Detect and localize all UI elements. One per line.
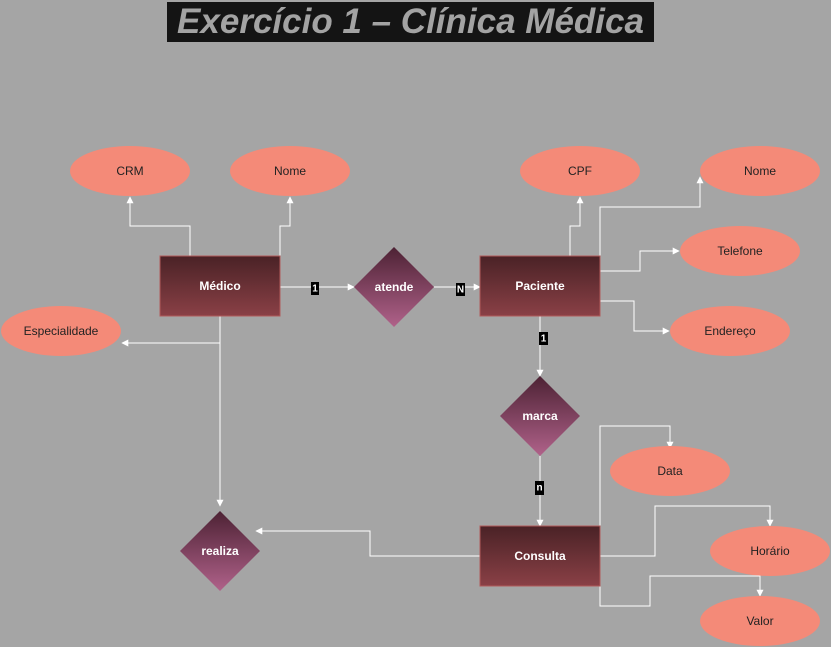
entity-medico: Médico [159, 255, 281, 317]
cardinality-paciente-marca-label: 1 [541, 334, 547, 345]
connector-medico-especialidade [121, 316, 221, 347]
cardinality-marca-consulta: n [535, 481, 544, 495]
connector-consulta-realiza [255, 527, 480, 557]
attribute-paciente-nome-label: Nome [744, 164, 776, 178]
attribute-data: Data [610, 446, 730, 496]
attribute-endereco-label: Endereço [704, 324, 756, 338]
connector-consulta-data [599, 425, 674, 526]
entity-medico-label: Médico [199, 279, 240, 293]
relationship-realiza-label: realiza [201, 544, 239, 558]
attribute-especialidade-label: Especialidade [24, 324, 99, 338]
attribute-telefone: Telefone [680, 226, 800, 276]
cardinality-marca-consulta-label: n [536, 483, 542, 494]
connector-paciente-nome [599, 176, 704, 256]
attribute-medico-nome-label: Nome [274, 164, 306, 178]
diagram-title: Exercício 1 – Clínica Médica [167, 2, 654, 42]
connector-medico-crm [126, 196, 191, 256]
relationship-marca-label: marca [522, 409, 558, 423]
connector-consulta-valor [599, 575, 764, 607]
attribute-data-label: Data [657, 464, 683, 478]
cardinality-paciente-marca: 1 [539, 332, 548, 345]
entity-paciente-label: Paciente [515, 279, 565, 293]
attribute-valor-label: Valor [746, 614, 773, 628]
attribute-cpf-label: CPF [568, 164, 592, 178]
attribute-crm: CRM [70, 146, 190, 196]
attribute-telefone-label: Telefone [717, 244, 763, 258]
relationship-atende-label: atende [375, 280, 414, 294]
connector-consulta-horario [600, 505, 774, 557]
attribute-especialidade: Especialidade [1, 306, 121, 356]
cardinality-medico-atende-label: 1 [312, 284, 318, 295]
cardinality-atende-paciente: N [456, 283, 465, 296]
attribute-medico-nome: Nome [230, 146, 350, 196]
relationship-marca: marca [500, 376, 580, 456]
attribute-crm-label: CRM [116, 164, 143, 178]
entity-paciente: Paciente [479, 255, 601, 317]
connector-paciente-cpf [569, 196, 584, 256]
attribute-horario: Horário [710, 526, 830, 576]
attribute-paciente-nome: Nome [700, 146, 820, 196]
connector-paciente-endereco [600, 300, 670, 335]
connector-medico-nome [279, 196, 294, 256]
relationship-atende: atende [354, 247, 434, 327]
attribute-horario-label: Horário [750, 544, 790, 558]
attribute-endereco: Endereço [670, 306, 790, 356]
entity-consulta: Consulta [479, 525, 601, 587]
relationship-realiza: realiza [180, 511, 260, 591]
connector-paciente-telefone [600, 247, 680, 272]
cardinality-atende-paciente-label: N [457, 285, 464, 296]
attribute-cpf: CPF [520, 146, 640, 196]
cardinality-medico-atende: 1 [311, 282, 319, 295]
attribute-valor: Valor [700, 596, 820, 646]
entity-consulta-label: Consulta [514, 549, 566, 563]
